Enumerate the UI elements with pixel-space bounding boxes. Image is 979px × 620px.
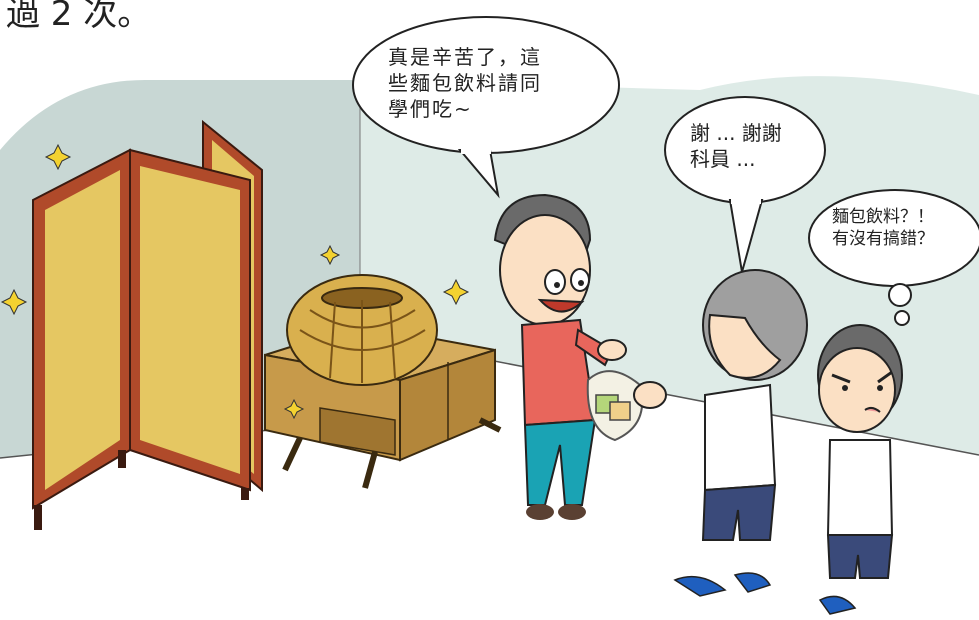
speech-bubble-staff: [352, 16, 620, 199]
caption-text: 過 2 次。: [6, 0, 152, 34]
student-right-thought-text: 麵包飲料？！ 有沒有搞錯？: [832, 206, 962, 250]
thought-bubble-student-right: [808, 189, 979, 326]
speech-line: 真是辛苦了，這: [388, 45, 542, 69]
speech-line: 些麵包飲料請同: [388, 71, 542, 95]
staff-speech-text: 真是辛苦了，這 些麵包飲料請同 學們吃~: [388, 44, 588, 122]
speech-bubble-student-left: [664, 96, 826, 273]
folding-screen: [32, 119, 263, 530]
snack-bag: [586, 370, 644, 442]
speech-line: 謝 ... 謝謝: [690, 121, 782, 145]
student-left-speech-text: 謝 ... 謝謝 科員 ...: [690, 120, 810, 172]
speech-line: 麵包飲料？！: [832, 207, 934, 227]
floor: [0, 335, 979, 620]
student-right: [817, 324, 903, 615]
sparkle-icon: [0, 143, 470, 420]
speech-line: 科員 ...: [690, 147, 756, 171]
rattan-basket: [286, 274, 438, 386]
speech-line: 有沒有搞錯？: [832, 229, 934, 250]
speech-line: 學們吃~: [388, 97, 473, 121]
student-left: [633, 269, 808, 597]
staff-man: [493, 193, 627, 520]
